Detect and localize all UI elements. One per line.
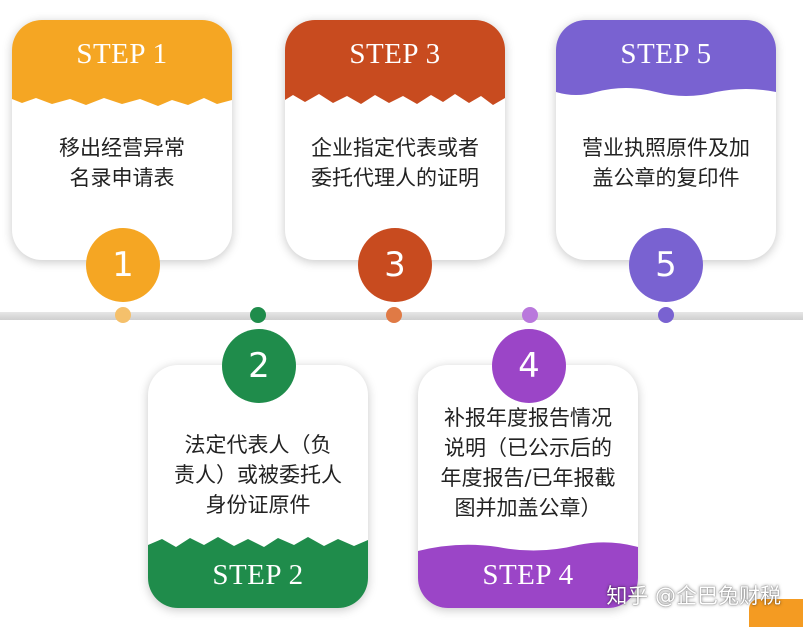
step-5-card: STEP 5 营业执照原件及加 盖公章的复印件 (556, 20, 776, 260)
step-5-header (556, 20, 776, 112)
timeline-dot-3 (386, 307, 402, 323)
watermark: 知乎 @企巴兔财税 (606, 584, 781, 608)
step-2-description: 法定代表人（负 责人）或被委托人 身份证原件 (158, 430, 358, 520)
step-5-label: STEP 5 (620, 38, 712, 70)
step-4-line-3: 年度报告/已年报截 (440, 466, 616, 490)
step-5-number-circle: 5 (629, 228, 703, 302)
step-1-header (12, 20, 232, 112)
step-3-label: STEP 3 (349, 38, 441, 70)
step-3-line-2: 委托代理人的证明 (311, 166, 479, 190)
step-4-line-2: 说明（已公示后的 (444, 436, 612, 460)
step-3-description: 企业指定代表或者 委托代理人的证明 (295, 133, 495, 193)
step-1-line-2: 名录申请表 (69, 166, 175, 190)
step-3-header (285, 20, 505, 112)
step-3-card: STEP 3 企业指定代表或者 委托代理人的证明 (285, 20, 505, 260)
timeline-dot-1 (115, 307, 131, 323)
timeline-dot-2 (250, 307, 266, 323)
step-2-line-2: 责人）或被委托人 (174, 463, 342, 487)
timeline-dot-5 (658, 307, 674, 323)
step-4-description: 补报年度报告情况 说明（已公示后的 年度报告/已年报截 图并加盖公章） (428, 403, 628, 523)
step-3-line-1: 企业指定代表或者 (311, 136, 479, 160)
step-4-footer (418, 533, 638, 608)
step-5-line-1: 营业执照原件及加 (582, 136, 750, 160)
step-4-line-1: 补报年度报告情况 (444, 406, 612, 430)
step-5-description: 营业执照原件及加 盖公章的复印件 (566, 133, 766, 193)
corner-accent (749, 599, 803, 627)
timeline-dot-4 (522, 307, 538, 323)
step-4-card: STEP 4 补报年度报告情况 说明（已公示后的 年度报告/已年报截 图并加盖公… (418, 365, 638, 608)
step-2-footer (148, 533, 368, 608)
step-1-description: 移出经营异常 名录申请表 (22, 133, 222, 193)
step-5-line-2: 盖公章的复印件 (592, 166, 740, 190)
step-4-line-4: 图并加盖公章） (454, 496, 602, 520)
step-3-number-circle: 3 (358, 228, 432, 302)
step-2-number-circle: 2 (222, 329, 296, 403)
step-1-label: STEP 1 (76, 38, 168, 70)
step-1-card: STEP 1 移出经营异常 名录申请表 (12, 20, 232, 260)
step-4-number-circle: 4 (492, 329, 566, 403)
step-2-line-1: 法定代表人（负 (184, 433, 332, 457)
step-2-card: STEP 2 法定代表人（负 责人）或被委托人 身份证原件 (148, 365, 368, 608)
step-2-line-3: 身份证原件 (205, 493, 311, 517)
step-1-line-1: 移出经营异常 (59, 136, 185, 160)
step-1-number-circle: 1 (86, 228, 160, 302)
step-4-label: STEP 4 (482, 559, 574, 591)
step-2-label: STEP 2 (212, 559, 304, 591)
